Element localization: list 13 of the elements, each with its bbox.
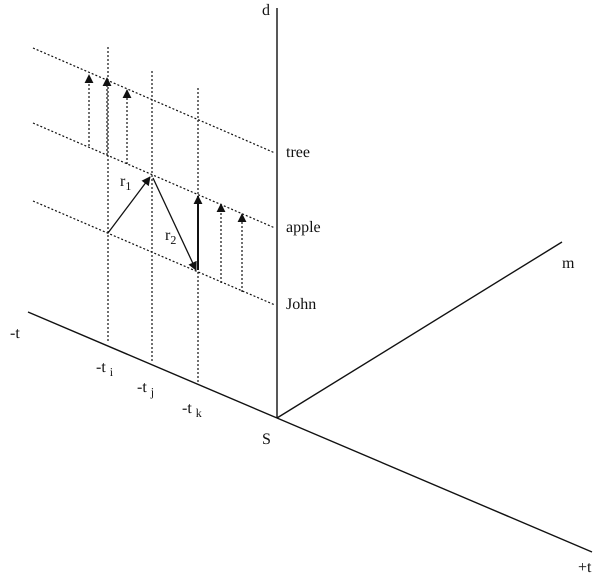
axis-label: r$_{1}$ [120, 174, 132, 192]
axis-label: -t [10, 326, 20, 342]
axis-label: +t [578, 560, 592, 576]
axis-label: d [262, 3, 270, 19]
axis-label: r$_{2}$ [165, 228, 176, 246]
axis-label: -t $_{k}$ [182, 401, 202, 420]
axis-label: S [262, 432, 271, 448]
axis-label: apple [286, 220, 321, 236]
axis-label: -t $_{j}$ [137, 380, 154, 398]
axis-label: John [286, 297, 316, 313]
axis-label: m [562, 256, 574, 272]
axis-label: -t $_{i}$ [96, 360, 114, 378]
axis-label: tree [286, 145, 310, 161]
